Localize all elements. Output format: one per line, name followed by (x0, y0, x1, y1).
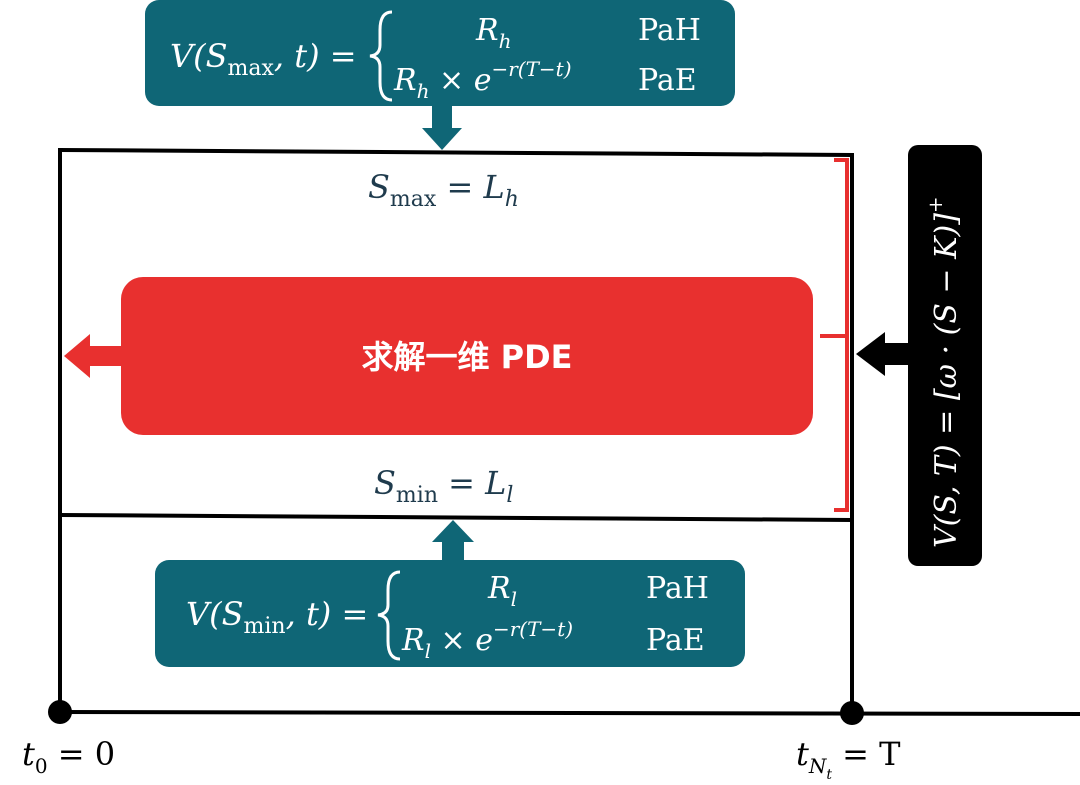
bottom-box-case2-expr: Rl × e−r(T−t) (401, 617, 573, 663)
time-axis-line (57, 710, 1080, 716)
top-box-case2-expr: Rh × e−r(T−t) (393, 57, 572, 103)
bottom-box-case1-label: PaH (646, 571, 709, 606)
terminal-condition-box: V(S, T) = [ω · (S − K)]+ (908, 145, 982, 566)
lower-boundary-label: Smin = Ll (374, 464, 513, 508)
bottom-box-case1-expr: Rl (487, 571, 517, 611)
solve-pde-label: 求解一维 PDE (361, 338, 572, 376)
top-box-case1-label: PaH (638, 13, 701, 48)
end-time-label: tNt = T (796, 735, 901, 783)
upper-boundary-line (59, 148, 853, 157)
bottom-box-background (155, 560, 745, 667)
terminal-condition-label: V(S, T) = [ω · (S − K)]+ (923, 196, 964, 548)
top-boundary-condition-box: V(Smax, t) = Rh PaH Rh × e−r(T−t) PaE (145, 0, 735, 106)
lower-boundary-line (59, 513, 853, 522)
bottom-box-brace (377, 570, 401, 661)
terminal-condition-bracket (820, 158, 849, 512)
start-time-label: t0 = 0 (22, 735, 115, 778)
pde-domain-frame (58, 148, 854, 712)
top-box-background (145, 0, 735, 106)
start-time-dot (48, 700, 72, 724)
top-box-case2-label: PaE (638, 63, 697, 98)
left-output-arrow (64, 334, 122, 378)
solve-pde-background (121, 277, 813, 435)
top-down-arrow (422, 106, 462, 150)
top-box-case1-expr: Rh (475, 13, 511, 53)
time-axis: t0 = 0 tNt = T (22, 700, 1080, 783)
top-box-lhs: V(Smax, t) = (170, 37, 357, 81)
top-box-brace (369, 10, 393, 102)
bottom-boundary-condition-box: V(Smin, t) = Rl PaH Rl × e−r(T−t) PaE (155, 560, 745, 667)
terminal-condition-background (908, 145, 982, 566)
solve-pde-box: 求解一维 PDE (121, 277, 813, 435)
bottom-box-case2-label: PaE (646, 623, 705, 658)
upper-boundary-label: Smax = Lh (368, 168, 519, 212)
end-time-dot (840, 701, 864, 725)
terminal-condition-arrow (856, 332, 912, 376)
bottom-box-lhs: V(Smin, t) = (186, 595, 368, 639)
